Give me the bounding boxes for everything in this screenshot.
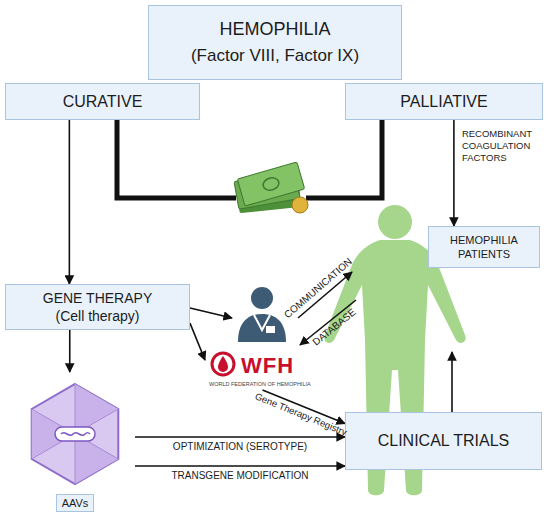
- connector-arrow: [190, 323, 205, 360]
- process-box: GENE THERAPY (Cell therapy): [5, 284, 190, 330]
- connector-arrow: [135, 465, 345, 467]
- edge-label: Gene Therapy Registry: [253, 391, 348, 438]
- node-text: AAVs: [56, 494, 95, 512]
- node-subtext: (Cell therapy): [55, 308, 139, 324]
- edge-label: TRANSGENE MODIFICATION: [171, 470, 308, 481]
- patient-box: HEMOPHILIA PATIENTS: [428, 226, 540, 268]
- connector-arrow: [453, 120, 455, 226]
- organization-logo: WFH WORLD FEDERATION OF HEMOPHILIA: [205, 350, 320, 390]
- transgene-strand: [61, 433, 90, 436]
- category-box: PALLIATIVE: [345, 83, 543, 120]
- connector-arrow: [69, 120, 71, 284]
- node-text: CURATIVE: [63, 93, 143, 111]
- flow-arrow: [190, 272, 452, 412]
- title-box: HEMOPHILIA (Factor VIII, Factor IX): [148, 5, 402, 80]
- connector-arrow: [135, 436, 345, 438]
- connector-arrow: [69, 330, 71, 372]
- node-text: CLINICAL TRIALS: [378, 432, 510, 450]
- node-text: WFH: [241, 354, 294, 378]
- node-text: HEMOPHILIA PATIENTS: [429, 233, 539, 261]
- logo-drop: [218, 356, 228, 372]
- edge-label: RECOMBINANT COAGULATION FACTORS: [462, 128, 546, 164]
- logo-ring: [212, 353, 234, 375]
- node-text: PALLIATIVE: [400, 93, 487, 111]
- capsid-shell: [32, 384, 119, 484]
- node-text: HEMOPHILIA: [219, 19, 330, 40]
- node-subtext: (Factor VIII, Factor IX): [191, 46, 359, 66]
- doctor-icon: [238, 287, 286, 342]
- logo-symbol: [205, 350, 245, 380]
- transgene-cassette: [55, 427, 95, 441]
- vector-node: AAVs: [15, 372, 135, 515]
- virus-capsid: [15, 372, 135, 490]
- node-subtext: WORLD FEDERATION OF HEMOPHILIA: [209, 381, 311, 387]
- process-box: CLINICAL TRIALS: [345, 412, 542, 470]
- money-illustration: [234, 162, 308, 213]
- edge-label: OPTIMIZATION (SEROTYPE): [173, 441, 307, 452]
- category-box: CURATIVE: [5, 83, 200, 120]
- node-text: GENE THERAPY: [43, 290, 152, 306]
